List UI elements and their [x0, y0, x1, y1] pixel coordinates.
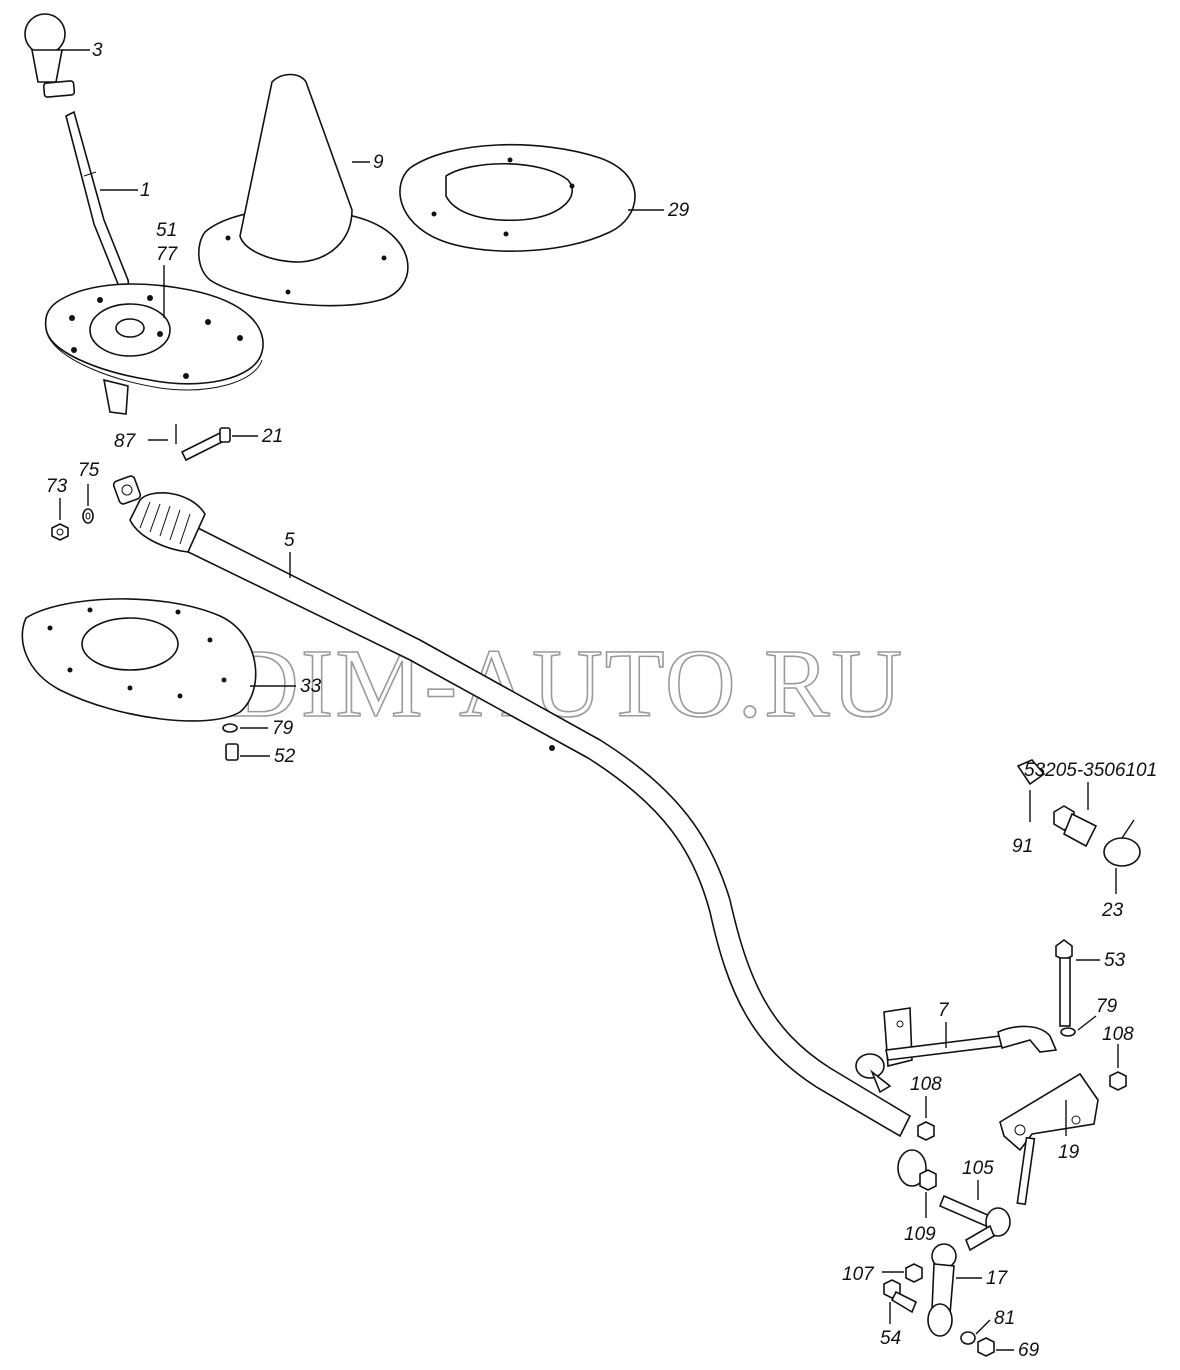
callout-77: 77	[156, 244, 179, 265]
callout-52: 52	[274, 746, 296, 767]
callout-73: 73	[46, 476, 68, 497]
callout-7: 7	[938, 1000, 950, 1021]
fitting-91	[1016, 759, 1046, 786]
gear-knob	[24, 13, 76, 98]
callout-51: 51	[156, 220, 177, 241]
lever-base-plate	[44, 283, 264, 415]
washer-75	[82, 508, 94, 524]
gasket-plate	[399, 143, 636, 252]
washer-81	[960, 1331, 976, 1345]
lower-plate	[21, 598, 257, 722]
link-rod	[855, 1025, 1058, 1094]
callout-19: 19	[1058, 1142, 1080, 1163]
callout-29: 29	[667, 200, 690, 221]
callout-79-left: 79	[272, 718, 294, 739]
callout-108-left: 108	[910, 1074, 942, 1095]
leader-lines	[59, 49, 1119, 1351]
callout-105: 105	[962, 1158, 994, 1179]
callout-87: 87	[114, 431, 137, 452]
callout-109: 109	[904, 1224, 936, 1245]
nut-107	[905, 1263, 923, 1283]
callout-23: 23	[1101, 900, 1124, 921]
callout-21: 21	[261, 426, 283, 447]
callout-kit: 53205-3506101	[1024, 760, 1157, 781]
ball-joint-105	[938, 1194, 1011, 1252]
long-bolt-53	[1055, 939, 1073, 1027]
callout-81: 81	[994, 1308, 1015, 1329]
callout-108-right: 108	[1102, 1024, 1134, 1045]
lever-boot	[198, 73, 409, 307]
nut-108-left	[917, 1121, 935, 1141]
callout-79-right: 79	[1096, 996, 1118, 1017]
callout-33: 33	[300, 676, 322, 697]
callout-1: 1	[140, 180, 151, 201]
callout-91: 91	[1012, 836, 1033, 857]
callout-9: 9	[373, 152, 384, 173]
callout-labels: 3 1 51 77 9 29 87 21 73 75 5 33 79 52 53…	[46, 40, 1157, 1361]
axle-pin	[180, 427, 231, 462]
washer-79-left	[222, 723, 238, 733]
lever-arm-17	[927, 1243, 957, 1337]
bracket-19	[999, 1072, 1099, 1206]
callout-53: 53	[1104, 950, 1126, 971]
nut-108-right	[1109, 1071, 1127, 1091]
bolt-54	[883, 1279, 918, 1314]
hose-fitting	[1053, 805, 1098, 848]
nut-109	[919, 1169, 937, 1191]
nut-69	[977, 1337, 995, 1357]
bolt-52	[225, 743, 239, 761]
shift-rod	[112, 475, 927, 1187]
washer-79-right	[1060, 1027, 1076, 1037]
callout-17: 17	[986, 1268, 1009, 1289]
callout-107: 107	[842, 1264, 875, 1285]
hose-clamp-23	[1103, 819, 1141, 867]
callout-5: 5	[284, 530, 295, 551]
callout-75: 75	[78, 460, 100, 481]
callout-54: 54	[880, 1328, 901, 1349]
callout-69: 69	[1018, 1340, 1040, 1361]
nut-73	[51, 523, 69, 541]
callout-3: 3	[92, 40, 103, 61]
